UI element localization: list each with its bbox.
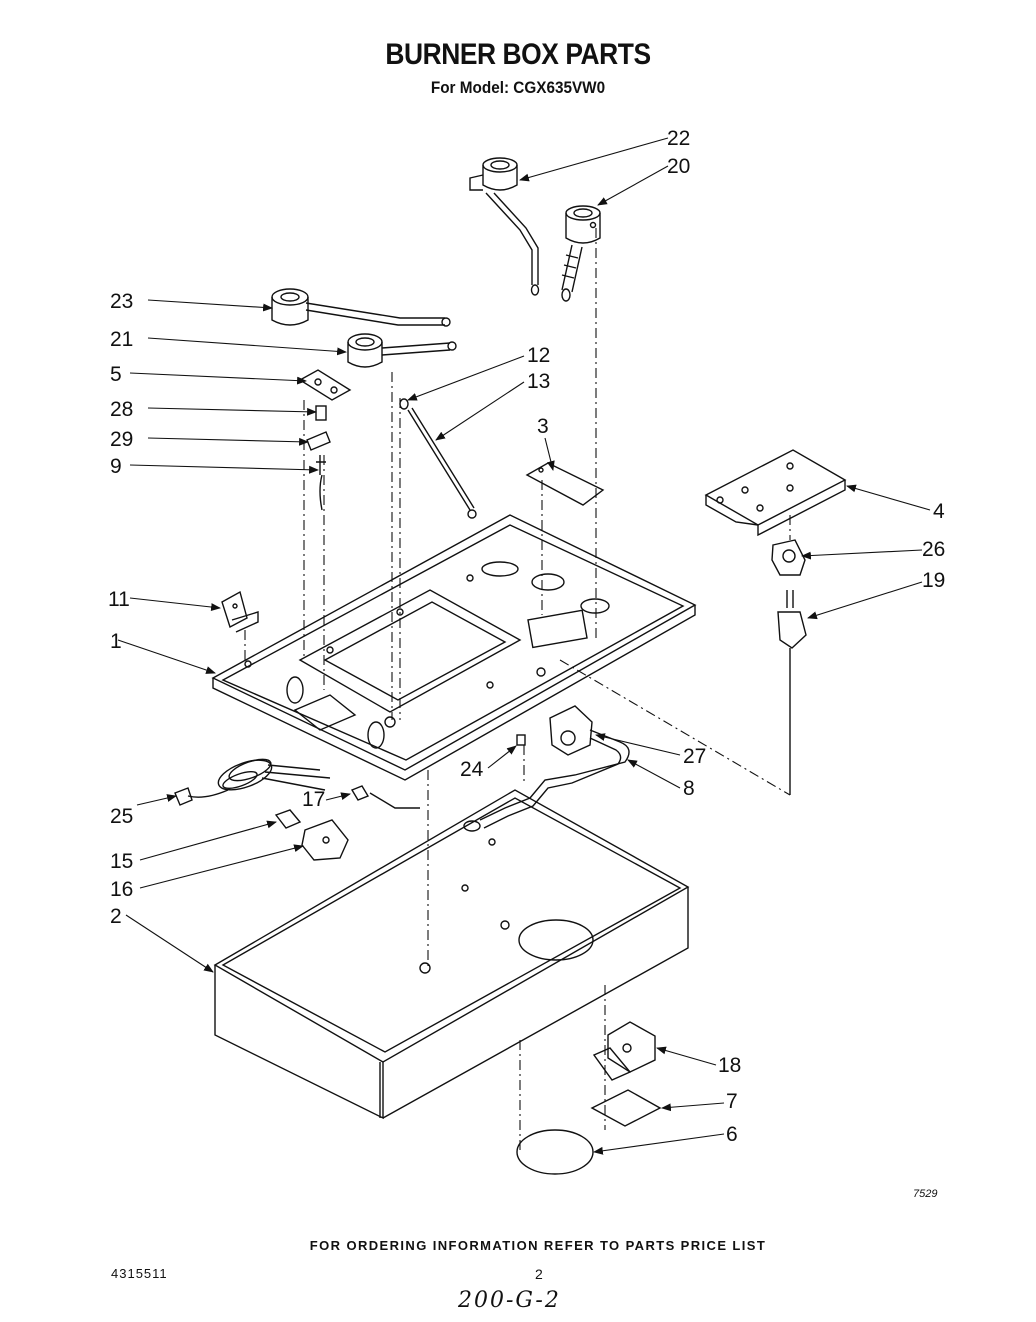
part-26-valve	[771, 539, 806, 576]
part-3-plate	[525, 462, 605, 506]
callout-1: 1	[110, 630, 122, 653]
model-subtitle: For Model: CGX635VW0	[430, 78, 606, 97]
callout-21: 21	[110, 328, 133, 351]
callout-12: 12	[527, 344, 550, 367]
callout-17: 17	[302, 788, 325, 811]
part-18-block	[592, 1021, 656, 1081]
document-number: 4315511	[111, 1266, 168, 1281]
callout-8: 8	[683, 777, 695, 800]
callout-29: 29	[110, 428, 133, 451]
callout-6: 6	[726, 1123, 738, 1146]
part-20-burner	[561, 205, 601, 302]
part-5-bracket	[298, 369, 352, 401]
part-11-bracket	[221, 590, 259, 633]
callout-16: 16	[110, 878, 133, 901]
callout-11: 11	[108, 588, 130, 611]
part-6-disc	[516, 1129, 594, 1175]
callout-7: 7	[726, 1090, 738, 1113]
part-17-connector	[350, 785, 420, 809]
assembly-lines	[244, 228, 791, 1150]
callout-19: 19	[922, 569, 945, 592]
part-21-burner	[347, 333, 457, 368]
callout-15: 15	[110, 850, 133, 873]
part-25-harness	[174, 758, 331, 806]
part-4-bracket	[704, 449, 847, 537]
callout-20: 20	[667, 155, 690, 178]
part-15-16-switch	[274, 809, 349, 861]
callout-23: 23	[110, 290, 133, 313]
callout-9: 9	[110, 455, 122, 478]
callout-2: 2	[110, 905, 122, 928]
part-1-top-tray	[211, 514, 697, 781]
drawing-code: 7529	[913, 1188, 938, 1200]
part-27-8-valve-manifold	[463, 705, 630, 832]
callout-18: 18	[718, 1054, 741, 1077]
part-23-burner	[271, 288, 451, 327]
callout-3: 3	[537, 415, 549, 438]
callout-labels: 22 20 23 21 12 13 5 28 29 9 3 4 26 19 11…	[108, 127, 945, 1146]
callout-13: 13	[527, 370, 550, 393]
callout-4: 4	[933, 500, 945, 523]
callout-27: 27	[683, 745, 706, 768]
part-7-plate	[590, 1089, 662, 1127]
part-22-burner	[469, 157, 540, 296]
handwritten-note: 200-G-2	[458, 1288, 561, 1313]
callout-26: 26	[922, 538, 945, 561]
part-19-switch	[777, 590, 807, 795]
page-number: 2	[535, 1266, 543, 1282]
leader-lines	[117, 137, 931, 1155]
callout-5: 5	[110, 363, 122, 386]
part-2-burner-box	[213, 789, 690, 1120]
callout-25: 25	[110, 805, 133, 828]
part-12-13-rod	[399, 398, 477, 519]
ordering-note: FOR ORDERING INFORMATION REFER TO PARTS …	[309, 1238, 767, 1253]
callout-24: 24	[460, 758, 484, 781]
part-28-29-9-igniter	[306, 405, 331, 511]
callout-28: 28	[110, 398, 133, 421]
callout-22: 22	[667, 127, 690, 150]
page-title: BURNER BOX PARTS	[385, 38, 651, 71]
part-24-screw	[516, 734, 526, 746]
